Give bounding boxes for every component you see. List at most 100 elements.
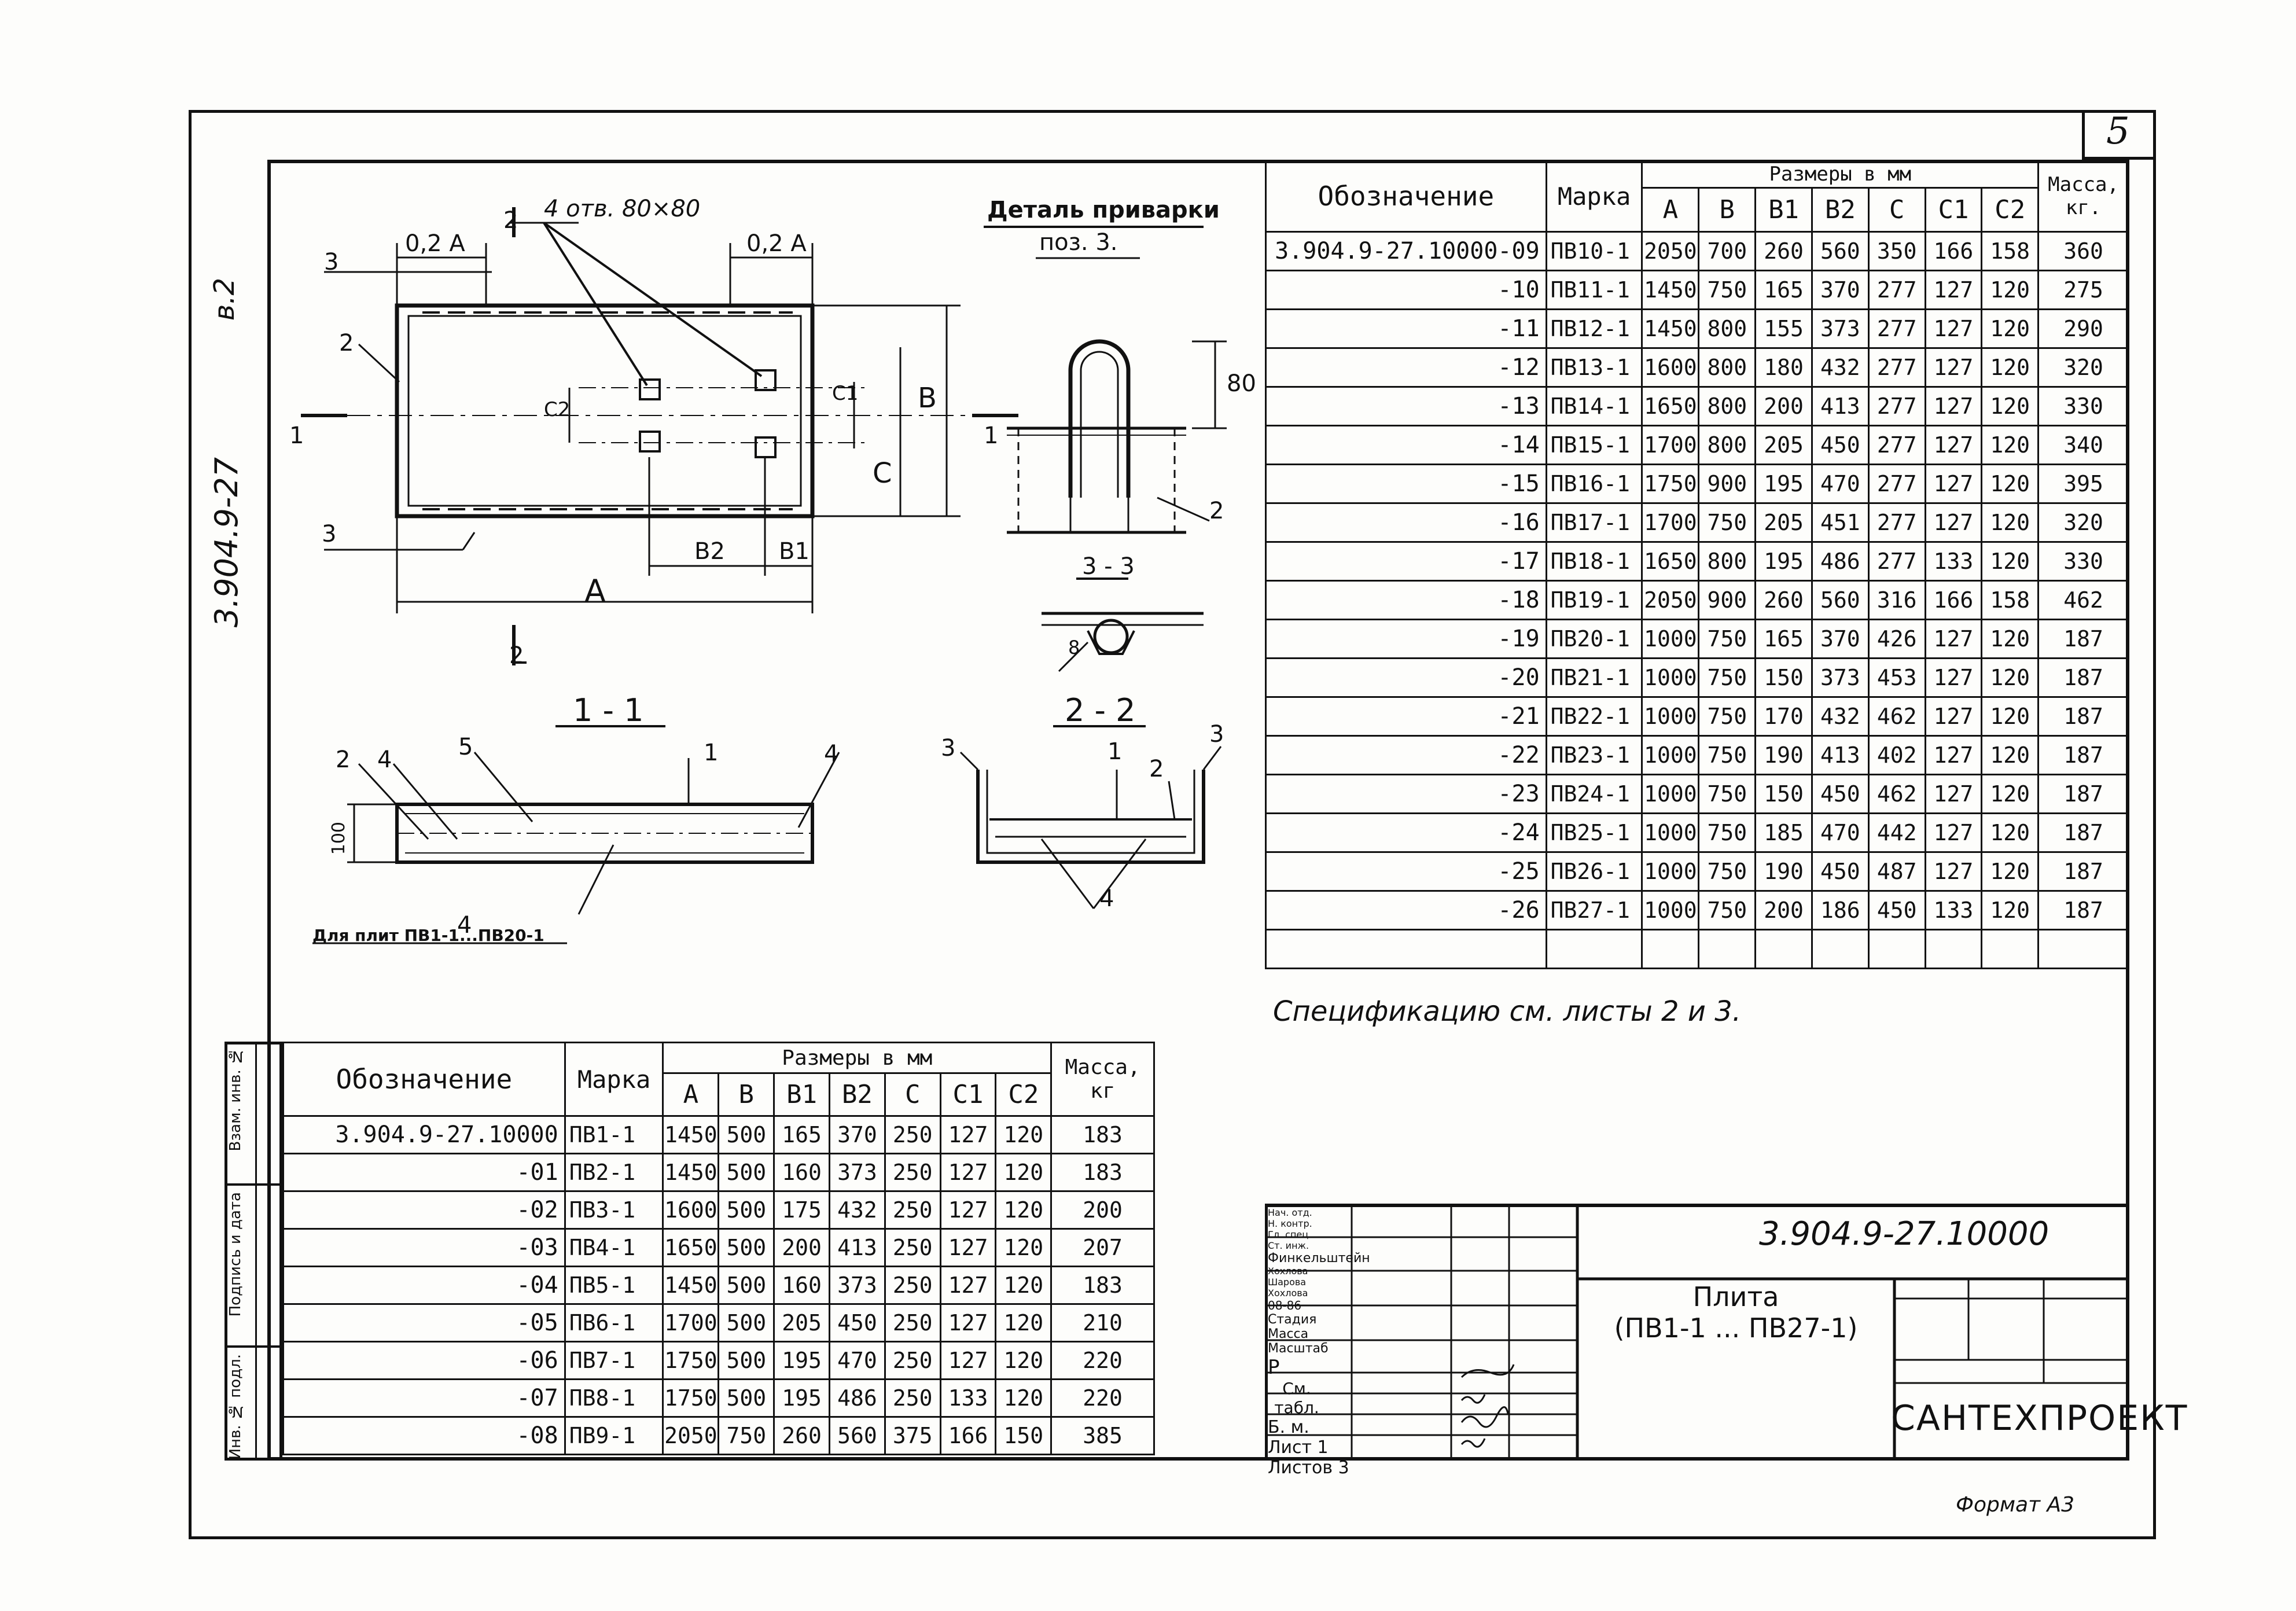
bottom-cell: 120 — [995, 1341, 1053, 1380]
part-name-line2: (ПВ1-1 ... ПВ27-1) — [1614, 1312, 1858, 1344]
side-label-inv: Инв. № подл. — [227, 1354, 244, 1460]
bottom-cell: 500 — [718, 1228, 775, 1267]
for-plates-note: Для плит ПВ1-1...ПВ20-1 — [312, 926, 544, 945]
name-4: Хохлова — [1268, 1288, 1308, 1299]
bottom-cell: 375 — [884, 1416, 941, 1455]
top-cell: 462 — [2037, 580, 2129, 620]
name-3: Шарова — [1268, 1277, 1307, 1288]
top-cell: 165 — [1754, 619, 1813, 659]
top-cell: 127 — [1924, 308, 1983, 349]
top-cell: 487 — [1867, 851, 1926, 892]
top-cell: 1000 — [1641, 890, 1700, 930]
top-cell: 186 — [1811, 890, 1870, 930]
top-cell: -12 — [1265, 347, 1547, 388]
bottom-cell: 250 — [884, 1153, 941, 1192]
section-22: 2 - 2 — [1065, 692, 1136, 729]
top-cell: 180 — [1754, 347, 1813, 388]
top-cell: 120 — [1981, 425, 2040, 465]
bottom-cell: ПВ7-1 — [564, 1341, 664, 1380]
table-row-empty — [1265, 929, 2129, 969]
bottom-cell: 1700 — [662, 1303, 720, 1342]
header-sizes: Размеры в мм — [1641, 160, 2040, 189]
top-cell: 450 — [1811, 425, 1870, 465]
top-cell: 120 — [1981, 308, 2040, 349]
part-name: Плита (ПВ1-1 ... ПВ27-1) — [1603, 1281, 1869, 1344]
firm-name: САНТЕХПРОЕКТ — [1891, 1398, 2188, 1439]
bottom-cell: -04 — [282, 1266, 566, 1305]
bottom-cell: 250 — [884, 1266, 941, 1305]
top-cell: ПВ17-1 — [1545, 502, 1643, 543]
top-cell: -20 — [1265, 657, 1547, 698]
top-cell: 451 — [1811, 502, 1870, 543]
detail-pos-2: 2 — [1209, 498, 1224, 524]
dim-02a-right: 0,2 A — [746, 230, 807, 257]
bottom-cell: 385 — [1050, 1416, 1155, 1455]
bottom-col-b2: B2 — [829, 1072, 886, 1117]
top-cell: 195 — [1754, 464, 1813, 504]
holes-label: 4 отв. 80×80 — [544, 196, 701, 222]
top-cell: 1700 — [1641, 425, 1700, 465]
bottom-cell: 195 — [773, 1341, 830, 1380]
top-cell: 1650 — [1641, 386, 1700, 426]
bottom-cell: 183 — [1050, 1115, 1155, 1154]
top-cell: 170 — [1754, 696, 1813, 737]
sec22-pos-2: 2 — [1149, 756, 1164, 782]
top-cell: 187 — [2037, 774, 2129, 814]
bottom-cell: ПВ9-1 — [564, 1416, 664, 1455]
top-cell: 120 — [1981, 696, 2040, 737]
top-cell: 750 — [1698, 735, 1757, 775]
top-cell: 166 — [1924, 580, 1983, 620]
bottom-col-c1: C1 — [939, 1072, 997, 1117]
bottom-cell: 500 — [718, 1190, 775, 1230]
dim-b1: B1 — [779, 538, 810, 565]
part-name-line1: Плита — [1692, 1281, 1779, 1312]
top-cell: 350 — [1867, 231, 1926, 271]
top-cell: 158 — [1981, 580, 2040, 620]
pos-2-plan: 2 — [339, 330, 354, 356]
top-cell: 413 — [1811, 735, 1870, 775]
top-cell: 373 — [1811, 308, 1870, 349]
bottom-cell: 160 — [773, 1153, 830, 1192]
top-cell: 260 — [1754, 580, 1813, 620]
bottom-cell: 165 — [773, 1115, 830, 1154]
bottom-cell: 500 — [718, 1266, 775, 1305]
top-cell: -13 — [1265, 386, 1547, 426]
dim-a: A — [584, 573, 606, 609]
top-cell: 275 — [2037, 270, 2129, 310]
bottom-cell: 1450 — [662, 1153, 720, 1192]
top-cell: 1450 — [1641, 308, 1700, 349]
top-cell: 165 — [1754, 270, 1813, 310]
bottom-cell: 120 — [995, 1228, 1053, 1267]
scale-value: Б. м. — [1268, 1417, 1309, 1437]
top-cell: 127 — [1924, 735, 1983, 775]
bottom-cell: 200 — [773, 1228, 830, 1267]
top-cell: -11 — [1265, 308, 1547, 349]
top-cell: 158 — [1981, 231, 2040, 271]
stage-label: Стадия — [1268, 1312, 1317, 1327]
sec11-pos-1: 1 — [704, 740, 719, 766]
top-cell: ПВ23-1 — [1545, 735, 1643, 775]
top-cell: -23 — [1265, 774, 1547, 814]
top-cell: 330 — [2037, 541, 2129, 582]
top-cell: 120 — [1981, 851, 2040, 892]
bottom-cell: 500 — [718, 1153, 775, 1192]
bottom-cell: 1650 — [662, 1228, 720, 1267]
top-cell: -17 — [1265, 541, 1547, 582]
bottom-col-b1: B1 — [773, 1072, 830, 1117]
side-label-podpis: Подпись и дата — [227, 1192, 244, 1317]
top-cell: 373 — [1811, 657, 1870, 698]
bottom-cell: -07 — [282, 1378, 566, 1418]
top-cell: 413 — [1811, 386, 1870, 426]
top-cell: 205 — [1754, 502, 1813, 543]
top-cell: 900 — [1698, 580, 1757, 620]
bottom-cell: ПВ6-1 — [564, 1303, 664, 1342]
pos-3-bottom: 3 — [322, 521, 337, 547]
